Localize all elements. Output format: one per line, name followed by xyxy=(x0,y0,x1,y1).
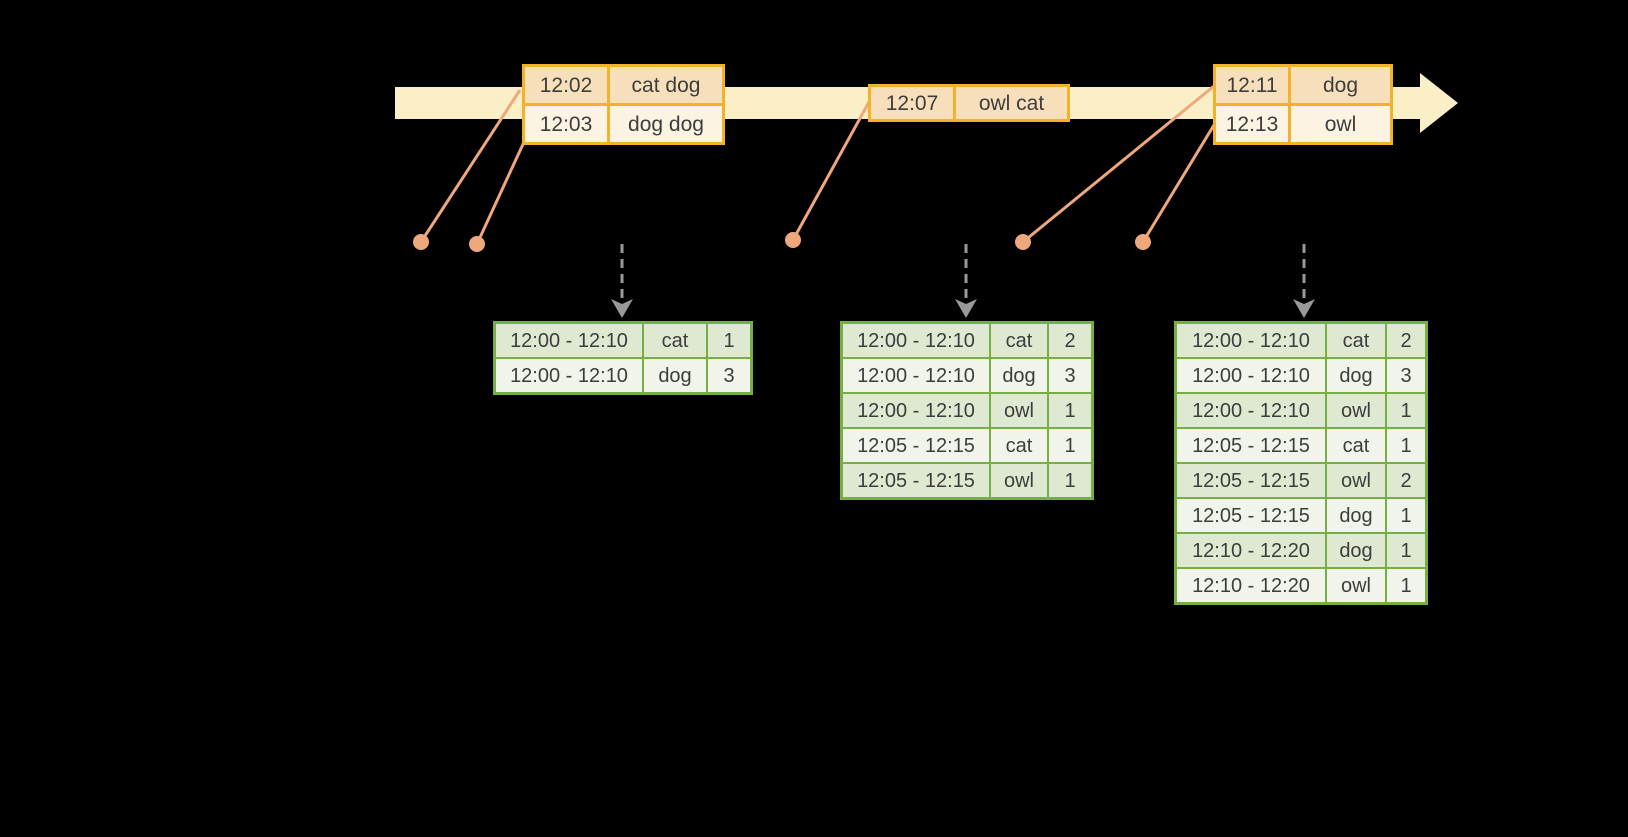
event-table-1202: 12:02 cat dog 12:03 dog dog xyxy=(522,64,725,145)
event-dot xyxy=(1135,234,1151,250)
event-row: 12:13 owl xyxy=(1216,103,1390,142)
trigger-arrow xyxy=(1293,244,1315,318)
result-window: 12:00 - 12:10 xyxy=(843,394,989,427)
result-word: dog xyxy=(1325,499,1385,532)
result-word: owl xyxy=(989,394,1047,427)
result-row: 12:00 - 12:10 cat 2 xyxy=(1177,324,1425,357)
trigger-arrows xyxy=(611,244,1315,318)
result-word: cat xyxy=(642,324,706,357)
event-dots xyxy=(413,232,1151,252)
event-dot xyxy=(413,234,429,250)
result-window: 12:00 - 12:10 xyxy=(843,359,989,392)
result-word: owl xyxy=(1325,394,1385,427)
event-words: dog xyxy=(1288,67,1390,103)
result-row: 12:00 - 12:10 dog 3 xyxy=(496,357,750,392)
result-count: 2 xyxy=(1047,324,1091,357)
result-count: 3 xyxy=(706,359,750,392)
result-count: 1 xyxy=(1047,464,1091,497)
event-connector-line xyxy=(475,141,526,245)
result-window: 12:05 - 12:15 xyxy=(843,464,989,497)
result-word: cat xyxy=(989,429,1047,462)
event-connectors xyxy=(419,84,1219,245)
event-table-1207: 12:07 owl cat xyxy=(868,84,1070,122)
result-count: 1 xyxy=(1385,499,1425,532)
result-word: dog xyxy=(1325,359,1385,392)
result-table-2: 12:00 - 12:10 cat 2 12:00 - 12:10 dog 3 … xyxy=(840,321,1094,500)
result-count: 1 xyxy=(1385,394,1425,427)
event-table-1211: 12:11 dog 12:13 owl xyxy=(1213,64,1393,145)
event-words: owl xyxy=(1288,106,1390,142)
event-row: 12:07 owl cat xyxy=(871,87,1067,119)
result-row: 12:05 - 12:15 dog 1 xyxy=(1177,497,1425,532)
event-words: owl cat xyxy=(953,87,1067,119)
result-row: 12:00 - 12:10 cat 2 xyxy=(843,324,1091,357)
result-window: 12:10 - 12:20 xyxy=(1177,569,1325,602)
result-table-3: 12:00 - 12:10 cat 2 12:00 - 12:10 dog 3 … xyxy=(1174,321,1428,605)
result-word: owl xyxy=(989,464,1047,497)
result-window: 12:00 - 12:10 xyxy=(1177,359,1325,392)
event-row: 12:11 dog xyxy=(1216,67,1390,103)
result-count: 2 xyxy=(1385,464,1425,497)
timeline-arrowhead-icon xyxy=(1420,73,1458,133)
result-word: cat xyxy=(1325,429,1385,462)
result-count: 1 xyxy=(1047,429,1091,462)
result-window: 12:05 - 12:15 xyxy=(1177,429,1325,462)
event-row: 12:03 dog dog xyxy=(525,103,722,142)
event-connector-line xyxy=(791,101,871,241)
result-window: 12:05 - 12:15 xyxy=(843,429,989,462)
result-count: 3 xyxy=(1385,359,1425,392)
result-word: cat xyxy=(1325,324,1385,357)
event-connector-line xyxy=(1022,84,1215,244)
result-row: 12:05 - 12:15 cat 1 xyxy=(843,427,1091,462)
event-time: 12:02 xyxy=(525,67,607,103)
result-word: dog xyxy=(642,359,706,392)
event-connector-line xyxy=(1141,119,1219,243)
result-window: 12:00 - 12:10 xyxy=(496,324,642,357)
event-connector-line xyxy=(419,89,522,243)
event-dot xyxy=(785,232,801,248)
result-window: 12:00 - 12:10 xyxy=(1177,394,1325,427)
result-row: 12:00 - 12:10 owl 1 xyxy=(1177,392,1425,427)
result-word: owl xyxy=(1325,569,1385,602)
result-row: 12:05 - 12:15 cat 1 xyxy=(1177,427,1425,462)
result-count: 1 xyxy=(1047,394,1091,427)
result-count: 1 xyxy=(1385,534,1425,567)
result-row: 12:00 - 12:10 owl 1 xyxy=(843,392,1091,427)
event-row: 12:02 cat dog xyxy=(525,67,722,103)
event-time: 12:13 xyxy=(1216,106,1288,142)
event-words: dog dog xyxy=(607,106,722,142)
result-window: 12:00 - 12:10 xyxy=(843,324,989,357)
result-row: 12:00 - 12:10 dog 3 xyxy=(843,357,1091,392)
result-word: owl xyxy=(1325,464,1385,497)
result-table-1: 12:00 - 12:10 cat 1 12:00 - 12:10 dog 3 xyxy=(493,321,753,395)
trigger-arrow xyxy=(955,244,977,318)
result-row: 12:10 - 12:20 owl 1 xyxy=(1177,567,1425,602)
result-row: 12:00 - 12:10 cat 1 xyxy=(496,324,750,357)
event-words: cat dog xyxy=(607,67,722,103)
result-window: 12:10 - 12:20 xyxy=(1177,534,1325,567)
result-count: 1 xyxy=(706,324,750,357)
result-row: 12:10 - 12:20 dog 1 xyxy=(1177,532,1425,567)
event-dot xyxy=(469,236,485,252)
result-row: 12:00 - 12:10 dog 3 xyxy=(1177,357,1425,392)
result-word: dog xyxy=(989,359,1047,392)
result-window: 12:05 - 12:15 xyxy=(1177,499,1325,532)
event-time: 12:03 xyxy=(525,106,607,142)
result-word: cat xyxy=(989,324,1047,357)
result-count: 1 xyxy=(1385,569,1425,602)
result-row: 12:05 - 12:15 owl 2 xyxy=(1177,462,1425,497)
result-count: 2 xyxy=(1385,324,1425,357)
result-word: dog xyxy=(1325,534,1385,567)
result-window: 12:00 - 12:10 xyxy=(1177,324,1325,357)
event-dot xyxy=(1015,234,1031,250)
result-row: 12:05 - 12:15 owl 1 xyxy=(843,462,1091,497)
event-time: 12:11 xyxy=(1216,67,1288,103)
trigger-arrow xyxy=(611,244,633,318)
event-time: 12:07 xyxy=(871,87,953,119)
result-count: 1 xyxy=(1385,429,1425,462)
result-count: 3 xyxy=(1047,359,1091,392)
result-window: 12:05 - 12:15 xyxy=(1177,464,1325,497)
result-window: 12:00 - 12:10 xyxy=(496,359,642,392)
